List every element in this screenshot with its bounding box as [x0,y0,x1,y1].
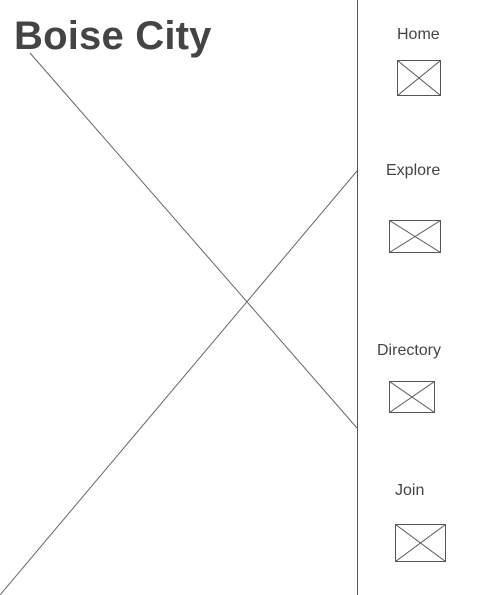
hero-image-placeholder [0,52,357,595]
nav-label-directory[interactable]: Directory [377,342,442,359]
nav-join-image-icon[interactable] [395,524,446,562]
nav-home-image-icon[interactable] [397,60,441,96]
sidebar-divider [357,0,358,595]
hero-image-placeholder-icon [0,52,357,595]
nav-label-join[interactable]: Join [395,482,425,499]
page-title: Boise City [14,14,212,58]
nav-label-explore[interactable]: Explore [386,162,441,179]
nav-label-home[interactable]: Home [397,26,440,43]
nav-directory-image-icon[interactable] [389,381,435,413]
nav-explore-image-icon[interactable] [389,220,441,253]
